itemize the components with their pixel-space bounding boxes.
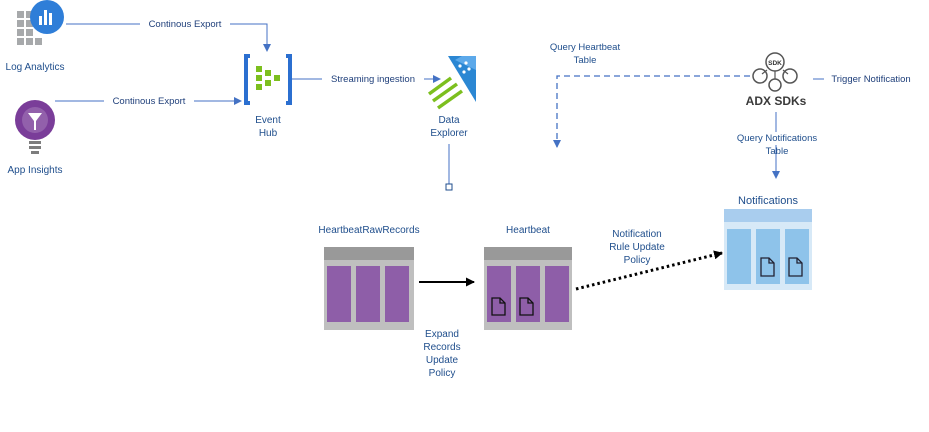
edge-label-trigger-notification: Trigger Notification — [824, 73, 918, 86]
edge-label-la-export: Continous Export — [140, 18, 230, 31]
edge-label-streaming: Streaming ingestion — [322, 73, 424, 86]
adx-sdks-label: ADX SDKs — [745, 94, 807, 108]
log-analytics-icon — [17, 0, 64, 45]
connector-handle — [445, 183, 453, 191]
notifications-label: Notifications — [738, 195, 798, 207]
document-icon — [760, 257, 803, 277]
heartbeat-raw-table-icon — [324, 247, 414, 330]
app-insights-icon — [15, 100, 55, 154]
event-hub-icon — [244, 54, 292, 105]
heartbeat-label: Heartbeat — [506, 225, 550, 236]
app-insights-label: App Insights — [7, 165, 63, 176]
sdk-badge-text: SDK — [768, 60, 782, 67]
adx-sdk-icon: SDK — [752, 52, 798, 92]
log-analytics-label: Log Analytics — [5, 62, 65, 73]
data-explorer-icon — [427, 56, 476, 110]
edge-label-ai-export: Continous Export — [104, 95, 194, 108]
heartbeat-table-icon — [484, 247, 572, 330]
document-icon — [491, 297, 534, 316]
edge-log-analytics-to-event-hub — [66, 23, 271, 52]
notifications-table-icon — [724, 209, 812, 290]
heartbeat-raw-records-label: HeartbeatRawRecords — [318, 225, 420, 236]
edge-query-heartbeat — [553, 75, 750, 148]
